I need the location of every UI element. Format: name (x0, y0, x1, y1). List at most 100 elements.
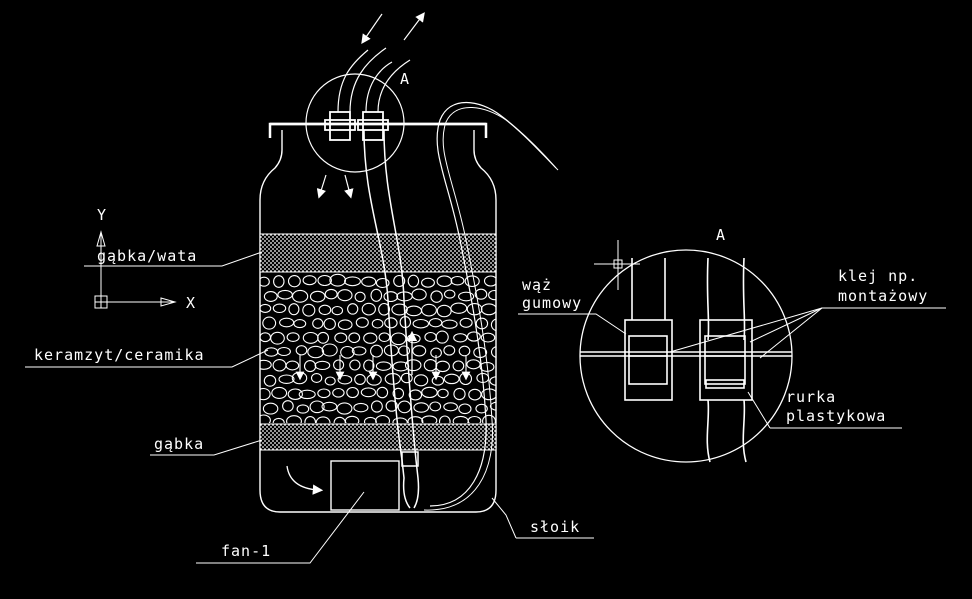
pebble (436, 275, 453, 288)
pebble (370, 400, 383, 413)
pebble (489, 376, 496, 386)
pebble (329, 273, 347, 287)
pebble (480, 332, 496, 343)
label-ceramic: keramzyt/ceramika (34, 346, 205, 364)
pebble (404, 359, 422, 372)
pebble (312, 318, 324, 329)
pebble (421, 415, 438, 423)
pebble (375, 414, 391, 423)
pebble (346, 386, 359, 399)
pebble (287, 388, 303, 400)
pebble (385, 400, 398, 412)
pebble (337, 319, 353, 331)
pebble (375, 361, 392, 371)
label-hose-1: wąż (522, 276, 552, 294)
pebble (264, 347, 279, 357)
pebble (360, 387, 377, 398)
pebble (361, 276, 377, 287)
pebble (391, 303, 408, 316)
pebble (321, 401, 338, 412)
pebble (334, 332, 348, 344)
label-glue-1: klej np. (838, 267, 918, 285)
pebble (260, 359, 272, 370)
pebble (453, 387, 466, 401)
pebble (331, 305, 344, 316)
pebble (324, 288, 338, 300)
pebble (392, 417, 408, 423)
pebble (349, 359, 361, 371)
pebble (321, 343, 338, 357)
pebble (260, 332, 272, 343)
pebble (363, 332, 378, 344)
foam-layer (259, 423, 497, 451)
air-in-arrow (361, 13, 383, 44)
pebble (431, 375, 445, 386)
power-wire (429, 101, 557, 507)
pebble (466, 331, 481, 342)
pebble (423, 359, 438, 372)
pebble (302, 275, 317, 286)
pebble (286, 332, 300, 342)
pebble (475, 403, 488, 414)
pebble (337, 374, 353, 385)
pebble (466, 359, 481, 370)
pebble (353, 402, 369, 413)
pebble (363, 359, 375, 372)
pebble (260, 387, 271, 401)
pebble (271, 386, 288, 399)
power-wire-2 (423, 107, 559, 511)
pebble (378, 302, 391, 316)
pebble (411, 288, 427, 301)
pebble (435, 360, 450, 373)
pebble (263, 291, 278, 302)
pebble (407, 274, 420, 288)
detail-marker-circle (305, 73, 405, 173)
pebble (340, 345, 355, 359)
pebble (354, 291, 366, 303)
pebble (351, 346, 367, 356)
pebble (390, 332, 407, 346)
pebble (424, 331, 437, 343)
pebble (273, 275, 285, 288)
pebble (443, 373, 460, 385)
jar-body (259, 130, 497, 513)
pebble (490, 318, 496, 332)
pebble (428, 318, 443, 328)
pebble (317, 331, 330, 344)
pebble (298, 389, 316, 400)
pebble (450, 275, 465, 286)
pebble (490, 346, 496, 358)
label-fan: fan-1 (221, 542, 271, 560)
pebble (421, 386, 438, 399)
pebble (355, 317, 369, 328)
pebble (295, 345, 308, 356)
pebble (314, 360, 331, 371)
axis-x-label: X (186, 294, 196, 312)
pebble (384, 317, 398, 329)
pebble (378, 332, 391, 343)
pebble (302, 303, 316, 317)
pebble (406, 333, 421, 344)
label-glue-2: montażowy (838, 287, 928, 305)
pebble (464, 275, 480, 288)
label-foam-wool: gąbka/wata (97, 247, 197, 265)
pebble (304, 416, 317, 423)
pebble (458, 345, 471, 357)
pebble (262, 316, 277, 330)
pebble (262, 402, 279, 415)
pebble (393, 274, 406, 288)
pebble (405, 305, 423, 317)
ucs-axis (94, 230, 177, 309)
pebble (435, 330, 449, 344)
pebble (344, 276, 361, 287)
pebble (413, 402, 430, 413)
label-hose-2: gumowy (522, 294, 582, 312)
pebble (489, 401, 496, 411)
pebble (488, 289, 496, 301)
pebble (309, 400, 325, 414)
flow-down-arrows (295, 355, 471, 381)
pebble (468, 388, 482, 401)
top-fittings (324, 111, 389, 141)
pebble (370, 344, 383, 358)
pebble (441, 319, 458, 329)
